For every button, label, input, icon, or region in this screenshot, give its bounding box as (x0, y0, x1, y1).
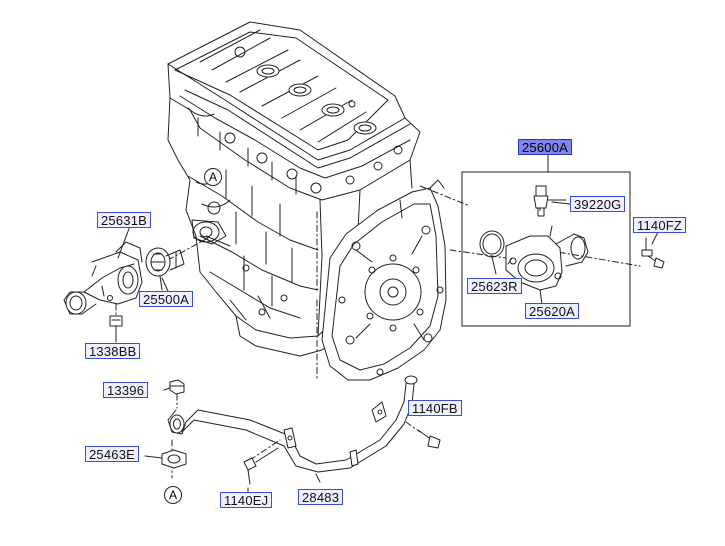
bolt-1140fz-part (641, 237, 665, 269)
temperature-sensor-part (533, 185, 567, 217)
leader-lines (115, 185, 641, 479)
part-label-25623r[interactable]: 25623R (467, 278, 522, 294)
water-pipe-part (167, 375, 418, 473)
part-label-25500a[interactable]: 25500A (139, 291, 194, 307)
thermostat-part (145, 247, 185, 291)
part-label-39220g[interactable]: 39220G (570, 196, 626, 212)
part-label-1140fz[interactable]: 1140FZ (633, 217, 687, 233)
water-outlet-assembly-box (461, 171, 665, 327)
part-label-1140ej[interactable]: 1140EJ (220, 492, 273, 508)
reference-marker-a-top: A (204, 168, 222, 186)
part-label-25631b[interactable]: 25631B (97, 212, 152, 228)
thermostat-housing-part (63, 241, 143, 315)
part-label-1338bb[interactable]: 1338BB (85, 343, 141, 359)
part-label-25620a[interactable]: 25620A (525, 303, 580, 319)
nut-13396-part (169, 379, 185, 395)
bolt-1140ej-part (243, 447, 279, 485)
bolt-1140fb-part (417, 429, 441, 449)
water-outlet-fitting-part (505, 225, 589, 305)
part-label-28483[interactable]: 28483 (298, 489, 344, 505)
bolt-1338bb-part (109, 315, 123, 341)
reference-marker-a-bottom: A (164, 486, 182, 504)
engine-block-illustration (167, 21, 447, 381)
label-leaders (115, 151, 661, 495)
part-label-13396[interactable]: 13396 (103, 382, 149, 398)
part-label-25463e[interactable]: 25463E (85, 446, 140, 462)
part-label-1140fb[interactable]: 1140FB (408, 400, 462, 416)
o-ring-part (479, 230, 505, 275)
gasket-25463e-part (161, 449, 187, 469)
part-label-25600a[interactable]: 25600A (518, 139, 573, 155)
